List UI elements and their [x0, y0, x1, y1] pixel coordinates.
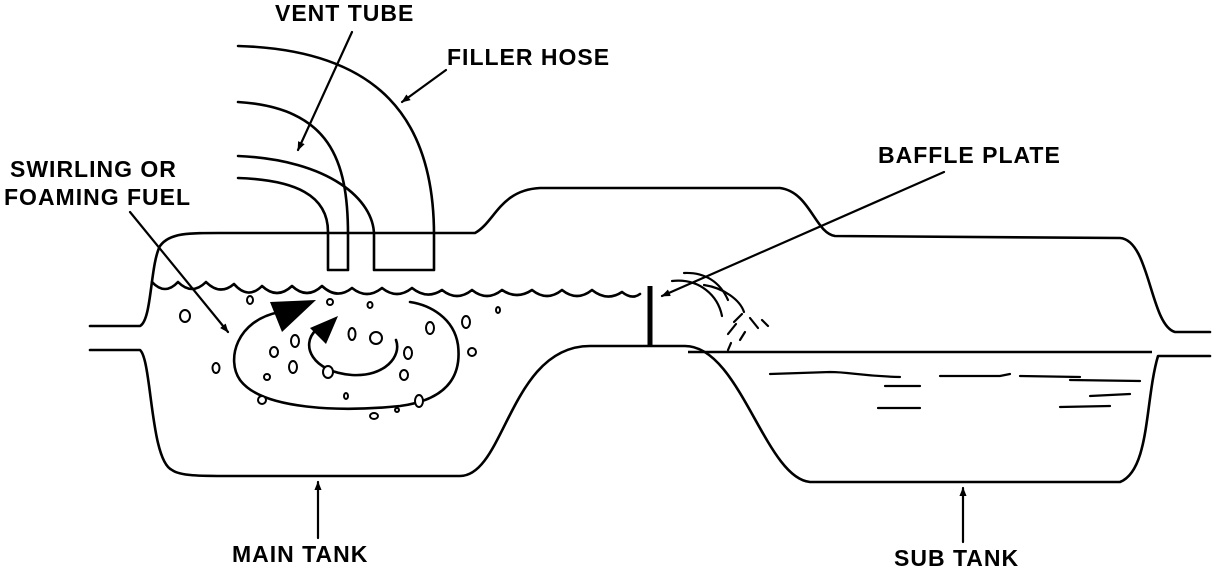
filler-hose-label: FILLER HOSE [447, 44, 611, 70]
vent-tube-label: VENT TUBE [275, 0, 415, 26]
swirl-arrowhead-large [270, 300, 316, 332]
swirl-loop [232, 300, 460, 411]
sub-tank-label: SUB TANK [894, 545, 1020, 571]
tank-bottom-outline [88, 344, 1212, 484]
sub-fuel-ripples [768, 370, 1142, 410]
swirling-fuel-label-line1: SWIRLING OR [10, 156, 177, 182]
baffle-plate-leader [660, 170, 946, 298]
main-tank-label: MAIN TANK [232, 541, 369, 567]
swirl-arrowhead-small [310, 316, 338, 344]
swirl-inner [307, 328, 399, 377]
vent-tube-leader [296, 30, 354, 152]
tank-outline [88, 186, 1212, 334]
filler-hose-leader [400, 68, 448, 104]
baffle-plate-label: BAFFLE PLATE [878, 142, 1061, 168]
main-fuel-surface [150, 280, 642, 298]
fuel-bubbles [179, 295, 501, 420]
swirling-fuel-leader [128, 210, 230, 334]
filler-hose [236, 44, 436, 272]
swirling-fuel-label-line2: FOAMING FUEL [4, 184, 192, 210]
fuel-spill-strokes [670, 271, 770, 352]
vent-tube [236, 100, 350, 272]
